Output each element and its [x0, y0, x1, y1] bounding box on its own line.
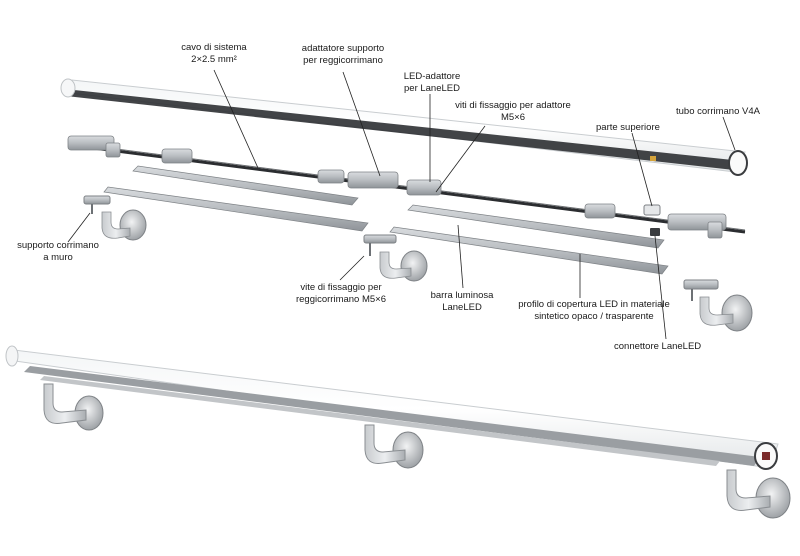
top-part-piece: [643, 204, 661, 216]
wall-bracket-left: [83, 195, 147, 241]
wall-bracket-right: [683, 279, 753, 332]
handrail-tube-top: [60, 78, 748, 176]
label-adapter-screws: viti di fissaggio per adattore M5×6: [446, 100, 580, 123]
label-wall-support-line2: a muro: [43, 251, 73, 263]
led-light-bars: [132, 165, 665, 249]
led-cover-profiles: [103, 186, 669, 275]
label-wall-support: supporto corrimano a muro: [8, 240, 108, 263]
label-support-adapter-line1: adattatore supporto: [301, 43, 385, 54]
assembled-bracket-left: [43, 383, 104, 431]
label-wall-support-line1: supporto corrimano: [17, 240, 99, 251]
handrail-assembled: [5, 345, 779, 470]
label-light-bar-line2: LaneLED: [442, 301, 482, 313]
label-top-part: parte superiore: [596, 122, 660, 134]
label-cover-profile-line2: sintetico opaco / trasparente: [534, 310, 654, 322]
label-handrail-tube-text: tubo corrimano V4A: [676, 106, 760, 117]
label-led-adapter: LED-adattore per LaneLED: [387, 71, 477, 94]
label-connector-text: connettore LaneLED: [614, 341, 702, 352]
label-support-adapter: adattatore supporto per reggicorrimano: [288, 43, 398, 66]
label-top-part-text: parte superiore: [596, 122, 660, 133]
assembled-bracket-middle: [364, 424, 424, 469]
label-support-screws: vite di fissaggio per reggicorrimano M5×…: [282, 282, 400, 305]
label-support-adapter-line2: per reggicorrimano: [303, 54, 383, 66]
label-adapter-screws-spec: M5×6: [500, 111, 526, 123]
label-cover-profile: profilo di copertura LED in materiale si…: [510, 299, 678, 322]
label-support-screws-line1: vite di fissaggio per: [300, 282, 382, 293]
label-system-cable-title: cavo di sistema: [181, 42, 247, 53]
leader-lines: [67, 69, 736, 340]
label-led-adapter-line2: per LaneLED: [404, 82, 460, 94]
label-connector: connettore LaneLED: [614, 341, 701, 353]
label-system-cable: cavo di sistema 2×2.5 mm²: [168, 42, 260, 65]
label-support-screws-line2: reggicorrimano M5×6: [295, 293, 387, 305]
label-handrail-tube: tubo corrimano V4A: [676, 106, 760, 118]
assembled-bracket-right: [726, 469, 791, 519]
led-connector-piece: [650, 228, 660, 236]
label-light-bar-line1: barra luminosa: [430, 290, 494, 301]
label-cover-profile-line1: profilo di copertura LED in materiale: [518, 299, 670, 310]
label-led-adapter-line1: LED-adattore: [403, 71, 461, 82]
label-light-bar: barra luminosa LaneLED: [420, 290, 504, 313]
label-adapter-screws-line1: viti di fissaggio per adattore: [455, 100, 571, 111]
wall-bracket-middle: [363, 234, 428, 282]
support-adapters: [67, 135, 727, 239]
label-system-cable-spec: 2×2.5 mm²: [191, 53, 237, 65]
